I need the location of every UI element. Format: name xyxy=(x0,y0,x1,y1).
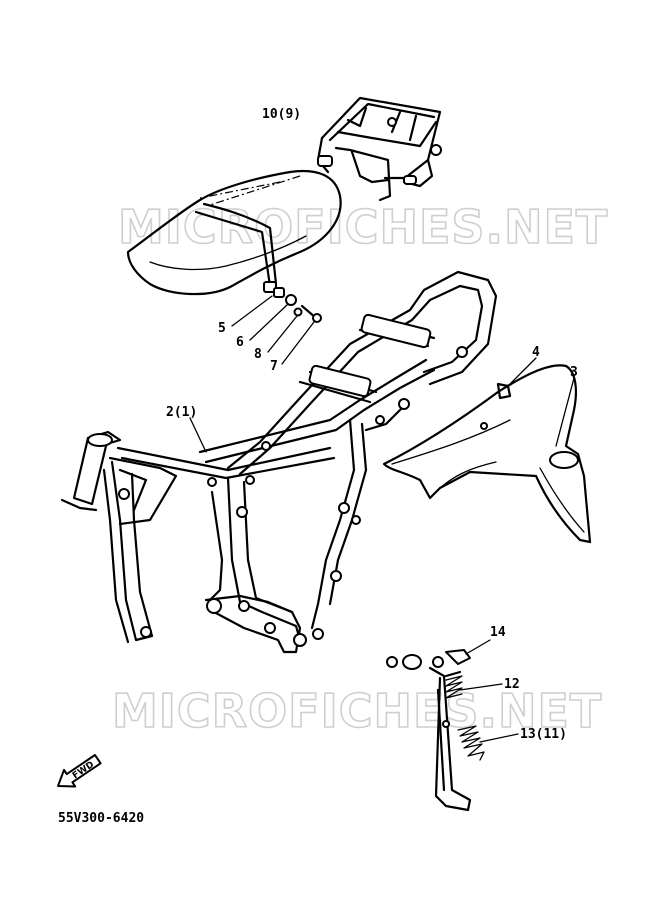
diagram-code: 55V300-6420 xyxy=(58,811,144,826)
seat-fasteners xyxy=(273,287,322,323)
forward-arrow-icon: FWD xyxy=(57,754,102,788)
callout-3: 3 xyxy=(570,365,578,380)
callout-7: 7 xyxy=(270,359,278,374)
callout-8: 8 xyxy=(254,347,262,362)
callout-2: 2(1) xyxy=(166,405,197,420)
side-stand xyxy=(386,649,485,812)
callout-14: 14 xyxy=(490,625,506,640)
seat xyxy=(126,170,342,296)
guide-line xyxy=(199,181,281,199)
rear-carrier xyxy=(316,96,442,202)
main-frame xyxy=(60,270,498,654)
callout-5: 5 xyxy=(218,321,226,336)
watermark-bottom: MICROFICHES.NET xyxy=(112,684,602,738)
callout-10: 10(9) xyxy=(262,107,301,122)
callout-13: 13(11) xyxy=(520,727,567,742)
watermark-top: MICROFICHES.NET xyxy=(118,200,608,254)
callout-4: 4 xyxy=(532,345,540,360)
rear-fender xyxy=(382,364,592,544)
callout-6: 6 xyxy=(236,335,244,350)
callout-12: 12 xyxy=(504,677,520,692)
